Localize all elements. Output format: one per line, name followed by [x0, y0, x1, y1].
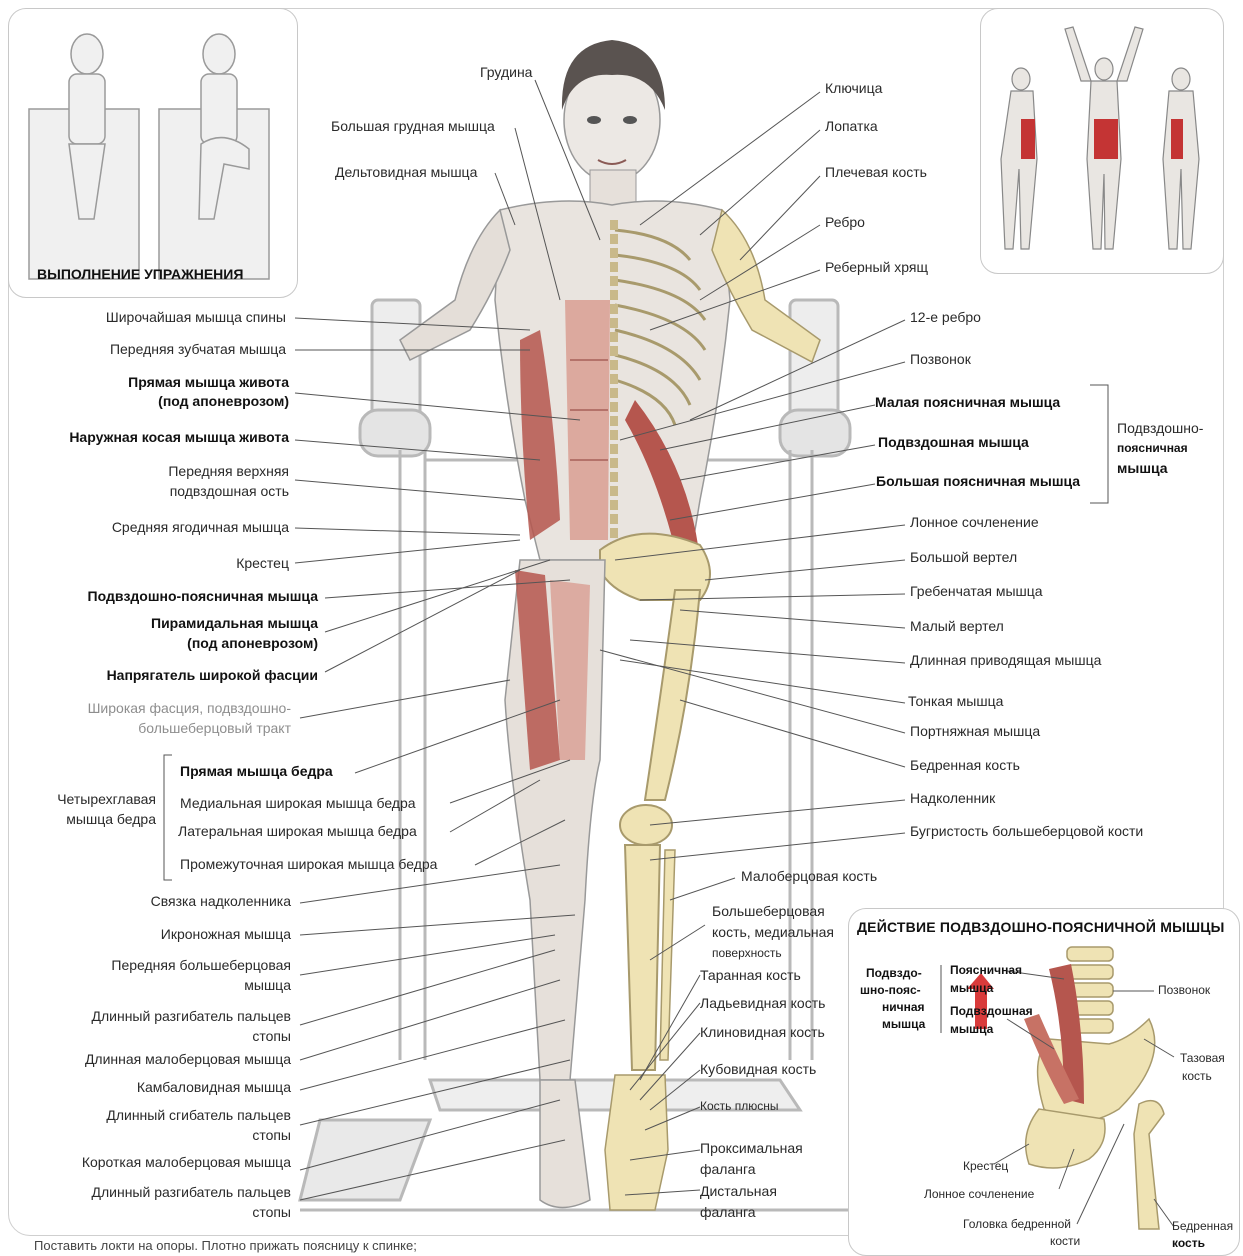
label-klyuchitsa: Ключица	[825, 78, 882, 98]
label-fasciya-2: большеберцовый тракт	[138, 718, 291, 738]
label-dist-2: фаланга	[700, 1202, 756, 1222]
label-portnyazhnaya: Портняжная мышца	[910, 721, 1040, 741]
label-ladevidnaya: Ладьевидная кость	[700, 993, 825, 1013]
label-hryasch: Реберный хрящ	[825, 257, 928, 277]
action-label-tazovaya-2: кость	[1182, 1068, 1212, 1084]
label-group-1: Подвздошно-	[1117, 418, 1203, 438]
label-lateralnaya: Латеральная широкая мышца бедра	[178, 821, 417, 841]
label-podvzdoshnaya: Подвздошная мышца	[878, 432, 1029, 452]
label-plyusny: Кость плюсны	[700, 1098, 779, 1114]
action-title: ДЕЙСТВИЕ ПОДВЗДОШНО-ПОЯСНИЧНОЙ МЫШЦЫ	[857, 919, 1225, 935]
label-grudina: Грудина	[480, 62, 532, 82]
label-sgibatel-2: стопы	[252, 1125, 291, 1145]
label-bolshaya-poyasn: Большая поясничная мышца	[876, 471, 1080, 491]
action-label-poyasnichnaya-1: Поясничная	[950, 962, 1022, 978]
label-razgibatel-1: Длинный разгибатель пальцев	[92, 1006, 292, 1026]
label-sgibatel-1: Длинный сгибатель пальцев	[106, 1105, 291, 1125]
label-razgibatel2-2: стопы	[252, 1202, 291, 1222]
label-razgibatel2-1: Длинный разгибатель пальцев	[92, 1182, 292, 1202]
label-group-2: поясничная	[1117, 440, 1188, 456]
label-prox-2: фаланга	[700, 1159, 756, 1179]
action-label-poyasnichnaya-2: мышца	[950, 980, 993, 996]
label-bolshaya-grudnaya: Большая грудная мышца	[331, 116, 495, 136]
label-malyi-vertel: Малый вертел	[910, 616, 1004, 636]
label-malaya-poyasn: Малая поясничная мышца	[875, 392, 1060, 412]
label-malobertsovaya-kr: Короткая малоберцовая мышца	[82, 1152, 291, 1172]
label-yagodichnaya: Средняя ягодичная мышца	[112, 517, 289, 537]
action-label-bedrennaya-2: кость	[1172, 1235, 1205, 1251]
label-perednyaya-bb-1: Передняя большеберцовая	[111, 955, 291, 975]
label-promezhutochnaya: Промежуточная широкая мышца бедра	[180, 854, 437, 874]
label-ost-2: подвздошная ость	[170, 481, 289, 501]
action-label-pozvonok: Позвонок	[1158, 982, 1210, 998]
label-napryagatel: Напрягатель широкой фасции	[107, 665, 318, 685]
action-label-podvzdoshnaya-2: мышца	[950, 1021, 993, 1037]
label-tarannaya: Таранная кость	[700, 965, 801, 985]
label-medialnaya: Медиальная широкая мышца бедра	[180, 793, 416, 813]
label-pryamaya-bedra: Прямая мышца бедра	[180, 761, 333, 781]
label-piramidalnaya-2: (под апоневрозом)	[187, 633, 318, 653]
footnote: Поставить локти на опоры. Плотно прижать…	[34, 1238, 417, 1253]
label-tonkaya: Тонкая мышца	[908, 691, 1003, 711]
muscle-map-inset	[980, 8, 1224, 274]
label-razgibatel-2: стопы	[252, 1026, 291, 1046]
muscle-map-illustration	[981, 9, 1223, 273]
label-quad-group-1: Четырехглавая	[57, 789, 156, 809]
label-klinovidnaya: Клиновидная кость	[700, 1022, 825, 1042]
label-kosaya-zhivota: Наружная косая мышца живота	[69, 427, 289, 447]
label-fasciya-1: Широкая фасция, подвздошно-	[88, 698, 291, 718]
label-pozvonok: Позвонок	[910, 349, 971, 369]
label-pryamaya-zhivota-1: Прямая мышца живота	[128, 372, 289, 392]
label-kubovidnaya: Кубовидная кость	[700, 1059, 816, 1079]
exercise-inset: ВЫПОЛНЕНИЕ УПРАЖНЕНИЯ	[8, 8, 298, 298]
label-group-3: мышца	[1117, 458, 1168, 478]
label-bugristost: Бугристость большеберцовой кости	[910, 821, 1143, 841]
label-svyazka: Связка надколенника	[151, 891, 291, 911]
action-label-krestets: Крестец	[963, 1158, 1008, 1174]
action-label-tazovaya-1: Тазовая	[1180, 1050, 1225, 1066]
label-bb-3: поверхность	[712, 945, 782, 961]
action-label-golovka-1: Головка бедренной	[963, 1216, 1071, 1232]
label-plechevaya: Плечевая кость	[825, 162, 927, 182]
exercise-title: ВЫПОЛНЕНИЕ УПРАЖНЕНИЯ	[37, 266, 243, 282]
label-malobertsovaya-kost: Малоберцовая кость	[741, 866, 877, 886]
label-malobertsovaya-dl: Длинная малоберцовая мышца	[85, 1049, 291, 1069]
label-podvzdoshno-poyasnichnaya: Подвздошно-поясничная мышца	[88, 586, 318, 606]
label-deltovidnaya: Дельтовидная мышца	[335, 162, 477, 182]
label-shirochaishaya: Широчайшая мышца спины	[106, 307, 286, 327]
label-piramidalnaya-1: Пирамидальная мышца	[151, 613, 318, 633]
label-nadkolennik: Надколенник	[910, 788, 995, 808]
label-rebro12: 12-е ребро	[910, 307, 981, 327]
action-label-main-3: ничная	[882, 999, 925, 1015]
psoas-action-illustration	[849, 909, 1239, 1255]
action-label-lonnoe: Лонное сочленение	[924, 1186, 1034, 1202]
label-lopatka: Лопатка	[825, 116, 878, 136]
label-bedrennaya: Бедренная кость	[910, 755, 1020, 775]
label-rebro: Ребро	[825, 212, 865, 232]
label-grebenchataya: Гребенчатая мышца	[910, 581, 1043, 601]
label-krestets: Крестец	[236, 553, 289, 573]
label-ikronozhnaya: Икроножная мышца	[161, 924, 291, 944]
action-label-podvzdoshnaya-1: Подвздошная	[950, 1003, 1033, 1019]
label-kambalovidnaya: Камбаловидная мышца	[137, 1077, 291, 1097]
label-prox-1: Проксимальная	[700, 1138, 803, 1158]
label-bolshoi-vertel: Большой вертел	[910, 547, 1017, 567]
action-label-main-2: шно-пояс-	[860, 982, 921, 998]
label-ost-1: Передняя верхняя	[168, 461, 289, 481]
label-perednyaya-bb-2: мышца	[244, 975, 291, 995]
label-bb-2: кость, медиальная	[712, 922, 834, 942]
action-label-main-1: Подвздо-	[866, 965, 922, 981]
label-lonnoe: Лонное сочленение	[910, 512, 1039, 532]
action-label-bedrennaya-1: Бедренная	[1172, 1218, 1233, 1234]
exercise-illustration: ВЫПОЛНЕНИЕ УПРАЖНЕНИЯ	[9, 9, 297, 297]
action-label-golovka-2: кости	[1050, 1233, 1080, 1249]
label-quad-group-2: мышца бедра	[66, 809, 156, 829]
label-bb-1: Большеберцовая	[712, 901, 825, 921]
label-dist-1: Дистальная	[700, 1181, 777, 1201]
label-zubchataya: Передняя зубчатая мышца	[110, 339, 286, 359]
action-label-main-4: мышца	[882, 1016, 925, 1032]
label-privodyaschaya: Длинная приводящая мышца	[910, 650, 1101, 670]
label-pryamaya-zhivota-2: (под апоневрозом)	[158, 391, 289, 411]
